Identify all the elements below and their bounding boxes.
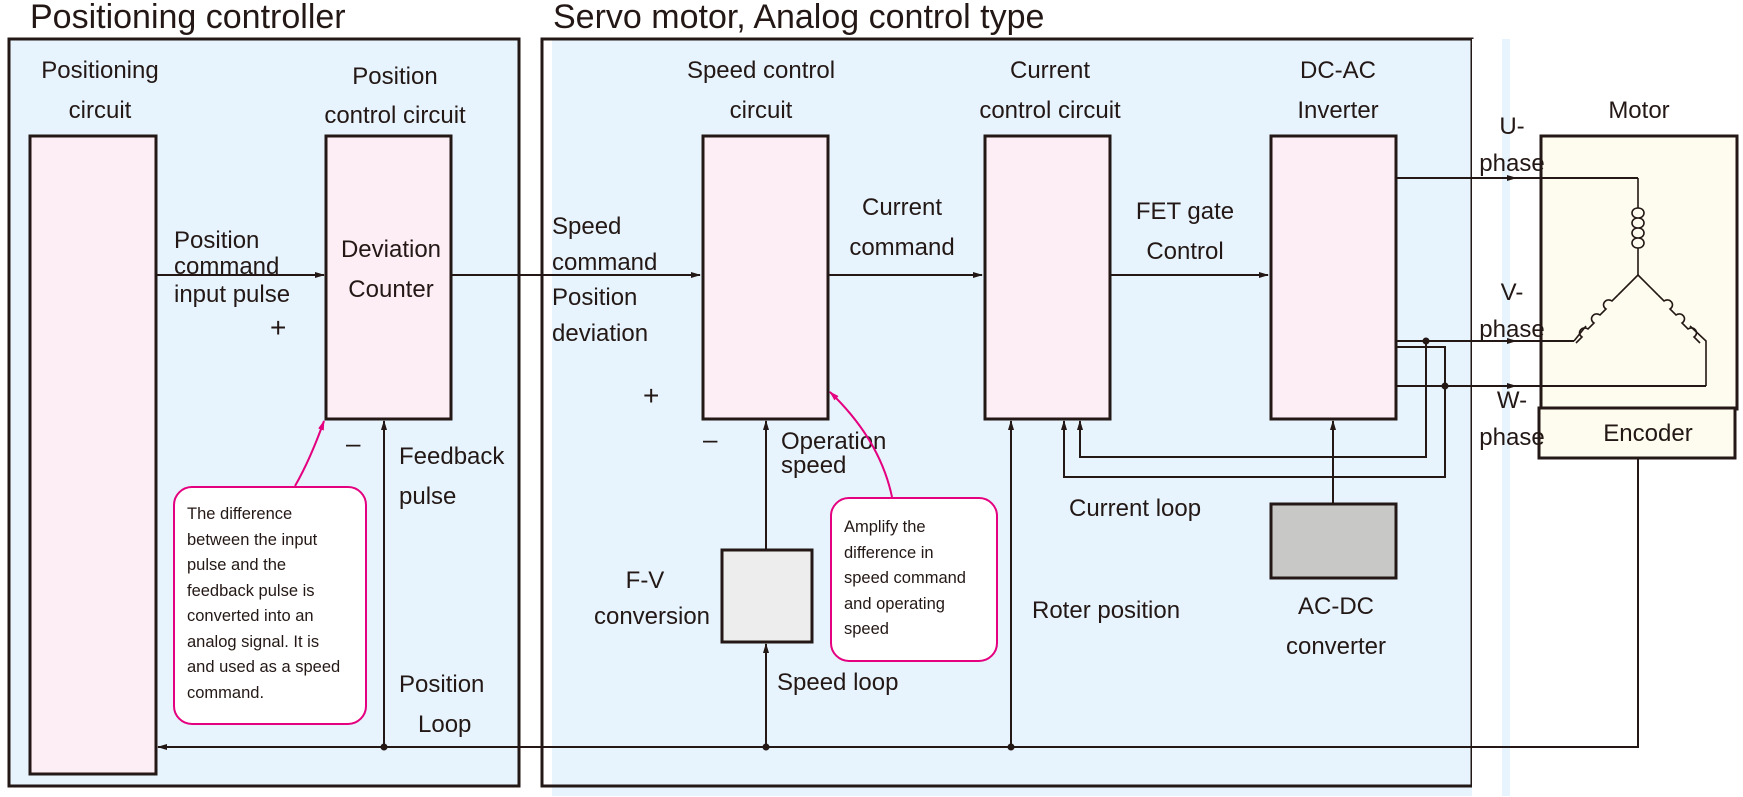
speed-command-label-3: Position bbox=[552, 284, 637, 311]
speed-command-label-4: deviation bbox=[552, 320, 648, 347]
motor-block bbox=[1539, 134, 1739, 411]
fet-gate-label-2: Control bbox=[1146, 238, 1223, 265]
star-winding-icon bbox=[1573, 178, 1707, 386]
deviation-callout-pointer bbox=[294, 420, 325, 487]
positioning-circuit-label-2: circuit bbox=[69, 97, 132, 124]
speed-control-circuit-label-2: circuit bbox=[730, 97, 793, 124]
current-command-label-1: Current bbox=[862, 194, 942, 221]
w-phase-label-2: phase bbox=[1479, 424, 1544, 451]
inverter-label-1: DC-AC bbox=[1300, 57, 1376, 84]
minus-sign-speed: – bbox=[703, 424, 718, 454]
fv-conversion-label-1: F-V bbox=[626, 567, 665, 594]
current-command-label-2: command bbox=[849, 234, 954, 261]
position-command-label-3: input pulse bbox=[174, 281, 290, 308]
ac-dc-converter-block bbox=[1269, 502, 1398, 580]
motor-label: Motor bbox=[1608, 97, 1669, 124]
dc-ac-inverter-block bbox=[1269, 134, 1398, 421]
speed-callout-box bbox=[830, 497, 998, 662]
encoder-feedback-line bbox=[157, 458, 1639, 750]
deviation-counter-label-1: Deviation bbox=[341, 236, 441, 263]
current-control-circuit-label-2: control circuit bbox=[979, 97, 1121, 124]
encoder-label: Encoder bbox=[1603, 420, 1692, 447]
current-loop-label: Current loop bbox=[1069, 495, 1201, 522]
positioning-circuit-label-1: Positioning bbox=[41, 57, 158, 84]
speed-callout-text: Amplify the difference in speed command … bbox=[844, 518, 966, 638]
u-phase-label-1: U- bbox=[1499, 113, 1524, 140]
current-control-circuit-label-1: Current bbox=[1010, 57, 1090, 84]
speed-command-label-2: command bbox=[552, 249, 657, 276]
current-control-block bbox=[983, 134, 1112, 421]
v-phase-label-1: V- bbox=[1501, 279, 1524, 306]
current-loop-v-line bbox=[1077, 341, 1427, 458]
operation-speed-label-2: speed bbox=[781, 452, 846, 479]
deviation-counter-label-2: Counter bbox=[348, 276, 433, 303]
w-phase-label-1: W- bbox=[1497, 387, 1527, 414]
feedback-pulse-label-1: Feedback bbox=[399, 443, 505, 470]
feedback-pulse-label-2: pulse bbox=[399, 483, 456, 510]
operation-speed-label-1: Operation bbox=[781, 428, 886, 455]
servo-panel-gap bbox=[1472, 39, 1502, 796]
current-loop-w-line bbox=[1061, 346, 1446, 478]
speed-callout-pointer bbox=[829, 391, 893, 498]
ac-dc-label-1: AC-DC bbox=[1298, 593, 1374, 620]
positioning-controller-title: Positioning controller bbox=[30, 0, 346, 36]
servo-motor-title: Servo motor, Analog control type bbox=[553, 0, 1044, 36]
fet-gate-label-1: FET gate bbox=[1136, 198, 1234, 225]
speed-loop-junction bbox=[762, 743, 770, 751]
position-command-label-1: Position bbox=[174, 227, 259, 254]
fv-conversion-label-2: conversion bbox=[594, 603, 710, 630]
deviation-callout-text: The difference between the input pulse a… bbox=[187, 505, 341, 702]
position-loop-label-1: Position bbox=[399, 671, 484, 698]
deviation-counter-block bbox=[324, 134, 453, 421]
v-phase-label-2: phase bbox=[1479, 316, 1544, 343]
position-loop-label-2: Loop bbox=[418, 711, 471, 738]
plus-sign-position: + bbox=[270, 312, 286, 343]
roter-position-junction bbox=[1007, 743, 1015, 751]
speed-loop-label: Speed loop bbox=[777, 669, 898, 696]
speed-command-label-1: Speed bbox=[552, 213, 621, 240]
positioning-circuit-block bbox=[28, 134, 158, 776]
minus-sign-position: – bbox=[346, 428, 361, 458]
position-control-circuit-label-2: control circuit bbox=[324, 102, 466, 129]
deviation-callout-box bbox=[173, 486, 367, 725]
position-command-label-2: command bbox=[174, 253, 279, 280]
roter-position-label: Roter position bbox=[1032, 597, 1180, 624]
encoder-block bbox=[1537, 406, 1737, 460]
plus-sign-speed: + bbox=[643, 380, 659, 411]
speed-control-circuit-label-1: Speed control bbox=[687, 57, 835, 84]
fv-conversion-block bbox=[720, 548, 814, 644]
position-control-circuit-label-1: Position bbox=[352, 63, 437, 90]
position-loop-junction bbox=[380, 743, 388, 751]
inverter-label-2: Inverter bbox=[1297, 97, 1378, 124]
speed-control-block bbox=[701, 134, 830, 421]
ac-dc-label-2: converter bbox=[1286, 633, 1386, 660]
u-phase-label-2: phase bbox=[1479, 150, 1544, 177]
